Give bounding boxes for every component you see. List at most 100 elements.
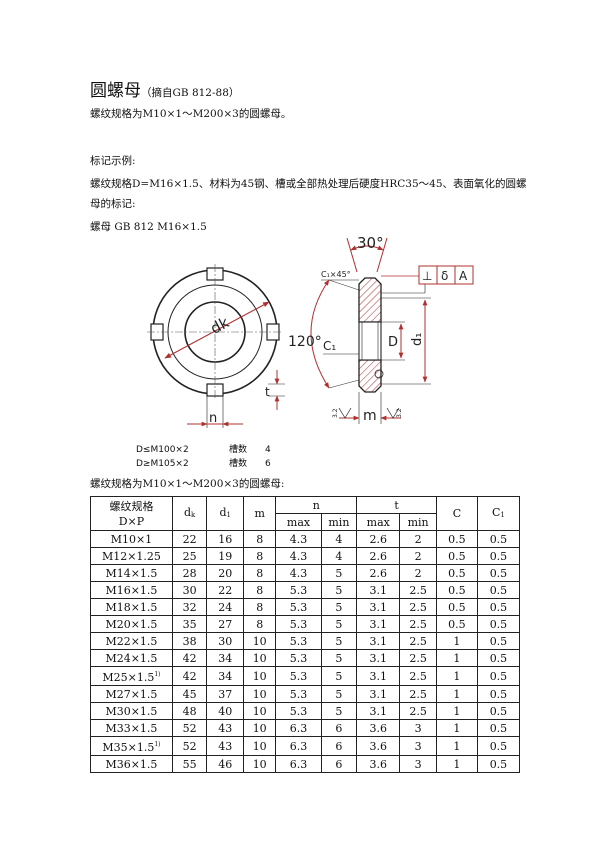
cell-C1: 0.5 — [476, 702, 521, 720]
cell-dk: 55 — [171, 755, 208, 773]
cell-C1: 0.5 — [476, 530, 521, 548]
cell-n-max: 6.3 — [275, 736, 322, 756]
dk-dimension-line — [164, 301, 270, 359]
cell-n-min: 5 — [320, 685, 358, 703]
n-label: n — [209, 411, 217, 426]
cell-C: 0.5 — [435, 564, 478, 582]
cell-t-max: 3.1 — [356, 581, 401, 599]
cell-n-min: 6 — [320, 736, 358, 756]
angle-120-ext-a — [328, 279, 360, 291]
slot-cond-2: D≥M105×2 — [136, 459, 189, 469]
tolerance-frame — [418, 265, 474, 285]
angle-120-arc — [310, 279, 330, 389]
cell-C: 0.5 — [435, 530, 478, 548]
cell-spec-text: M30×1.5 — [105, 704, 158, 718]
header-c1-main: C — [492, 505, 501, 519]
header-t-max: max — [356, 513, 401, 531]
header-c1: C1 — [476, 496, 521, 531]
cell-t-max: 2.6 — [356, 564, 401, 582]
header-t: t — [356, 496, 437, 514]
m-label: m — [363, 408, 377, 424]
cell-spec-text: M20×1.5 — [105, 617, 158, 631]
marking-line-1: 螺纹规格D=M16×1.5、材料为45钢、槽或全部热处理后硬度HRC35～45、… — [90, 178, 527, 190]
cell-dk: 22 — [171, 530, 208, 548]
cell-C: 0.5 — [435, 547, 478, 565]
cell-spec-text: M22×1.5 — [105, 634, 158, 648]
header-row-1: 螺纹规格 D×P dk d1 m n t C C1 — [90, 496, 521, 531]
tol-datum-letter: A — [459, 269, 468, 283]
roughness-left-value: 3.2 — [332, 408, 339, 418]
header-n-min: min — [320, 513, 358, 531]
cell-spec: M14×1.5 — [90, 564, 173, 582]
cell-n-min: 5 — [320, 581, 358, 599]
header-n-max: max — [275, 513, 322, 531]
cell-n-max: 5.3 — [275, 581, 322, 599]
cell-d1: 27 — [206, 615, 245, 633]
cell-C: 0.5 — [435, 581, 478, 599]
cell-n-max: 6.3 — [275, 719, 322, 737]
section-upper — [358, 277, 382, 323]
roughness-left-mark — [338, 407, 352, 419]
header-dk-main: d — [184, 505, 192, 519]
cell-t-min: 2 — [399, 564, 437, 582]
cell-C: 1 — [435, 736, 478, 756]
cell-n-min: 4 — [320, 530, 358, 548]
cell-spec-text: M14×1.5 — [105, 566, 158, 580]
cell-d1: 37 — [206, 685, 245, 703]
cell-d1: 43 — [206, 736, 245, 756]
cell-m: 8 — [243, 598, 277, 616]
cell-t-min: 2 — [399, 530, 437, 548]
cell-d1: 22 — [206, 581, 245, 599]
cell-t-min: 2.5 — [399, 702, 437, 720]
cell-m: 8 — [243, 581, 277, 599]
cell-n-max: 5.3 — [275, 632, 322, 650]
header-spec: 螺纹规格 D×P — [90, 496, 173, 531]
cell-m: 8 — [243, 530, 277, 548]
cell-spec: M35×1.51) — [90, 736, 173, 756]
cell-spec-footnote: 1) — [154, 671, 161, 678]
header-m: m — [243, 496, 277, 531]
cell-spec: M24×1.5 — [90, 649, 173, 667]
cell-t-max: 3.6 — [356, 755, 401, 773]
cell-dk: 52 — [171, 736, 208, 756]
cell-t-max: 3.1 — [356, 649, 401, 667]
cell-C1: 0.5 — [476, 736, 521, 756]
roughness-right-mark — [386, 407, 400, 419]
cell-t-max: 2.6 — [356, 530, 401, 548]
cell-spec: M33×1.5 — [90, 719, 173, 737]
cell-dk: 35 — [171, 615, 208, 633]
cell-d1: 40 — [206, 702, 245, 720]
cell-dk: 30 — [171, 581, 208, 599]
angle-30-label: 30° — [357, 234, 384, 252]
datum-marker — [374, 369, 384, 379]
table-caption: 螺纹规格为M10×1～M200×3的圆螺母: — [90, 478, 285, 490]
cell-spec-text: M24×1.5 — [105, 651, 158, 665]
header-t-min: min — [399, 513, 437, 531]
cell-n-min: 5 — [320, 615, 358, 633]
cell-n-max: 4.3 — [275, 547, 322, 565]
slot-count-2: 6 — [265, 459, 271, 469]
slot-label-1: 槽数 — [229, 445, 248, 455]
cell-n-min: 5 — [320, 632, 358, 650]
cell-spec: M18×1.5 — [90, 598, 173, 616]
cell-t-max: 3.1 — [356, 632, 401, 650]
round-nut-drawing: dk n t 30° C₁×45° 120° C₁ — [147, 234, 474, 428]
cell-spec-text: M12×1.25 — [101, 549, 161, 563]
cell-n-max: 5.3 — [275, 598, 322, 616]
cell-C1: 0.5 — [476, 615, 521, 633]
cell-n-min: 5 — [320, 649, 358, 667]
cell-m: 8 — [243, 615, 277, 633]
cell-dk: 45 — [171, 685, 208, 703]
cell-n-max: 6.3 — [275, 755, 322, 773]
d1-label: d₁ — [410, 333, 425, 346]
side-view: 30° C₁×45° 120° C₁ D d₁ ⊥ — [288, 234, 474, 424]
